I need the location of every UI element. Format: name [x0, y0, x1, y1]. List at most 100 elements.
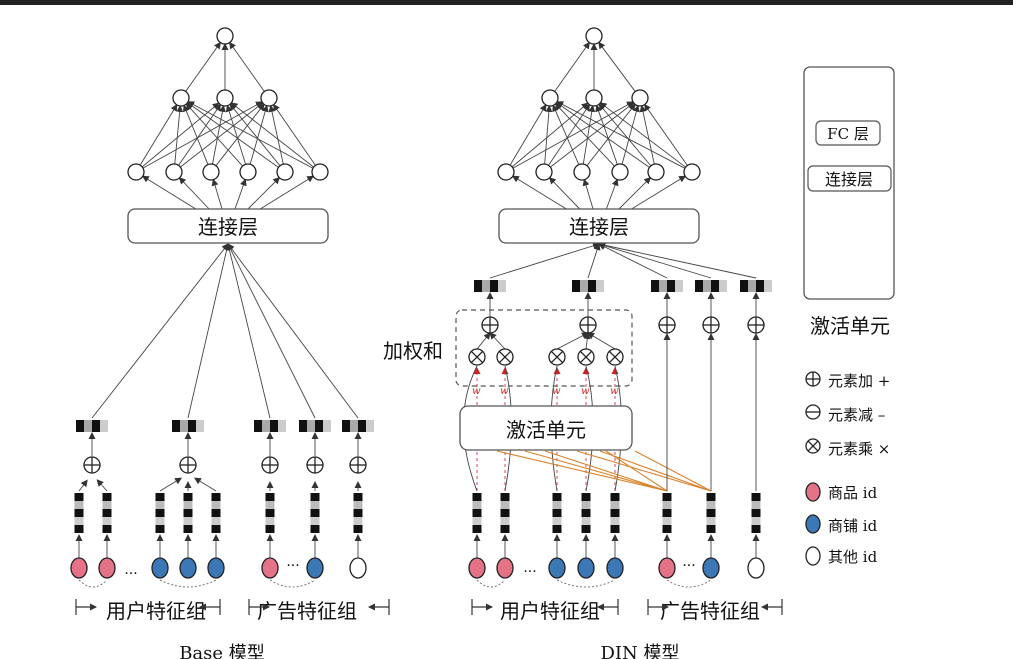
base-embedding-cell — [353, 525, 363, 533]
din-pooled-embedding-cell — [572, 280, 580, 292]
legend-other-label: 其他 id — [828, 548, 878, 566]
base-ad-group-label: 广告特征组 — [257, 599, 357, 623]
din-embedding-cell — [500, 509, 510, 517]
base-embedding-cell — [183, 501, 193, 509]
din-embedding-cell — [581, 509, 591, 517]
din-embedding-cell — [610, 493, 620, 501]
base-pooled-embedding-cell — [350, 420, 358, 432]
base-embedding-cell — [310, 517, 320, 525]
base-pooled-embedding-cell — [196, 420, 204, 432]
din-ad-pooled-embedding-cell — [675, 280, 683, 292]
din-ad-pooled-embedding-cell — [651, 280, 659, 292]
arrow — [272, 103, 316, 166]
base-input-node — [179, 557, 197, 579]
base-dotted-user2 — [159, 579, 217, 588]
connection-lines — [75, 41, 876, 588]
din-embedding-cell — [662, 509, 672, 517]
legend-mul-icon-d2 — [807, 440, 819, 452]
din-attention-link — [599, 450, 712, 492]
arrow — [229, 103, 281, 167]
din-ad-pooled-embedding-cell — [703, 280, 711, 292]
weighted-sum-box — [455, 309, 633, 387]
din-layer1-neuron — [573, 163, 591, 181]
din-mul-op-d2 — [550, 350, 564, 364]
din-input-node — [577, 557, 595, 579]
arrow — [599, 102, 686, 168]
base-pooled-embedding-cell — [172, 420, 180, 432]
din-user-group-label: 用户特征组 — [500, 599, 600, 623]
base-pooled-embedding-cell — [342, 420, 350, 432]
legend-shop-icon — [805, 514, 821, 534]
din-embedding-cell — [610, 501, 620, 509]
base-input-node — [261, 557, 279, 579]
arrow — [268, 104, 284, 165]
din-embedding-cell — [552, 525, 562, 533]
arrow — [598, 242, 712, 279]
base-embedding-cell — [265, 501, 275, 509]
arrow — [552, 104, 580, 165]
arrow — [511, 102, 589, 168]
base-pooled-embedding-cell — [180, 420, 188, 432]
arrow — [159, 477, 183, 492]
din-embedding-cell — [581, 501, 591, 509]
din-layer2-neuron — [585, 89, 603, 107]
din-ad-pooled-embedding-cell — [748, 280, 756, 292]
din-mul-op-d2 — [608, 350, 622, 364]
din-input-node — [606, 557, 624, 579]
din-input-node — [468, 557, 486, 579]
base-embedding-cell — [102, 501, 112, 509]
arrow — [225, 104, 247, 165]
arrow — [178, 103, 222, 166]
arrow — [582, 178, 594, 210]
din-ad-pooled-embedding-cell — [711, 280, 719, 292]
din-layer2-neuron — [631, 89, 649, 107]
base-embedding-cell — [155, 525, 165, 533]
base-embedding-cell — [353, 493, 363, 501]
base-ellipsis-ad: ··· — [286, 558, 299, 574]
arrow — [644, 103, 688, 166]
arrow — [186, 102, 279, 168]
arrow — [187, 101, 314, 169]
din-layer2-neuron — [541, 89, 559, 107]
din-embedding-cell — [472, 517, 482, 525]
din-ellipsis-ad: ··· — [682, 558, 695, 574]
arrow — [178, 177, 210, 210]
arrow — [605, 178, 619, 210]
arrow — [544, 104, 553, 165]
din-attention-link — [524, 450, 668, 492]
din-dotted-user1 — [476, 579, 506, 588]
arrow — [476, 332, 491, 350]
din-layer1-neuron — [611, 163, 629, 181]
din-embedding-cell — [662, 525, 672, 533]
base-embedding-cell — [155, 493, 165, 501]
base-embedding-cell — [74, 525, 84, 533]
din-attention-link — [496, 450, 668, 492]
arrow — [229, 41, 265, 92]
legend-sub-label: 元素减 – — [828, 406, 885, 424]
base-layer1-neuron — [202, 163, 220, 181]
arrow — [556, 101, 686, 169]
din-layer1-neuron — [647, 163, 665, 181]
arrow — [96, 479, 108, 492]
din-input-node — [702, 557, 720, 579]
base-embedding-cell — [183, 517, 193, 525]
base-embedding-cell — [310, 493, 320, 501]
din-embedding-cell — [610, 517, 620, 525]
din-activation-unit — [459, 405, 633, 451]
din-pooled-embedding-cell — [588, 280, 596, 292]
base-layer1-neuron — [127, 163, 145, 181]
fc-layer-label: FC 层 — [827, 125, 869, 143]
base-embedding-cell — [102, 493, 112, 501]
base-layer2-neuron — [216, 89, 234, 107]
detail-concat-label: 连接层 — [825, 170, 873, 189]
din-attention-link — [634, 450, 712, 492]
base-embedding-cell — [310, 501, 320, 509]
base-concat-layer — [127, 208, 329, 244]
arrow — [598, 241, 757, 279]
arrow — [183, 104, 209, 165]
din-embedding-cell — [706, 525, 716, 533]
arrow — [631, 175, 687, 210]
base-layer2-neuron — [172, 89, 190, 107]
din-pooled-embedding-cell — [482, 280, 490, 292]
din-caption: DIN 模型 — [600, 643, 679, 659]
